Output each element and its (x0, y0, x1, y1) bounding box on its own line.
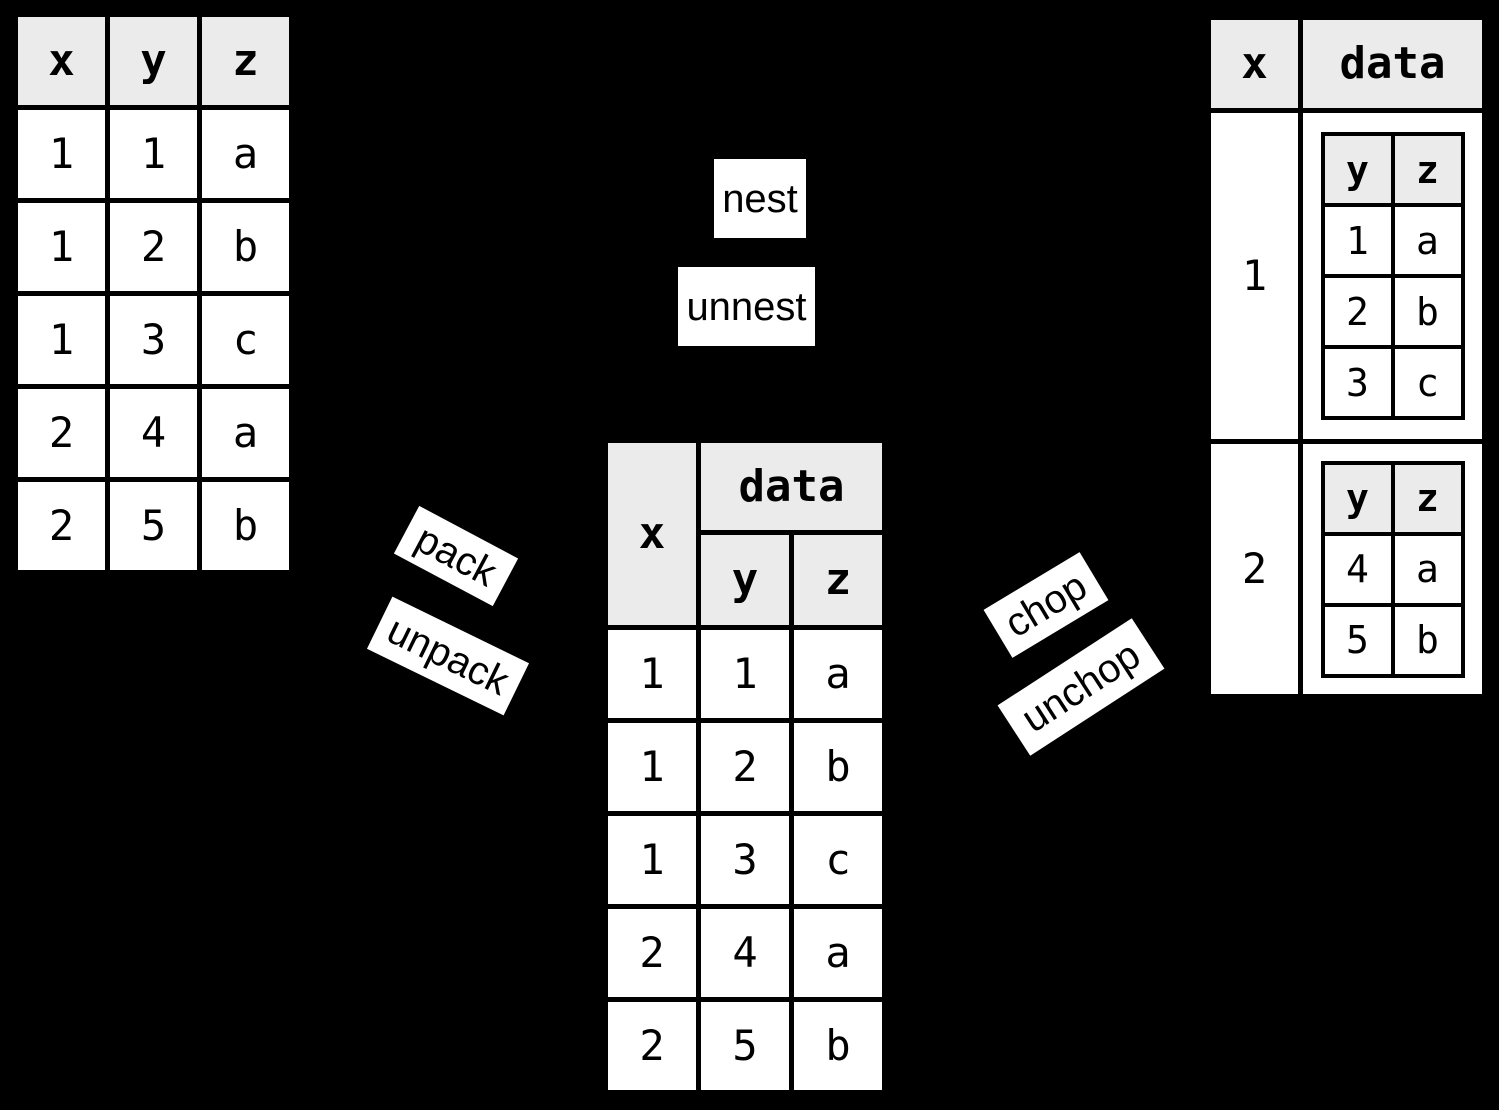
table-cell: 3 (1324, 349, 1391, 416)
table-cell: a (794, 630, 882, 718)
nested-group-key: 1 (1211, 113, 1298, 439)
table-cell: 4 (1324, 535, 1391, 603)
table-cell: 5 (701, 1002, 789, 1090)
flat-col-header-x: x (18, 17, 105, 105)
mini-col-header-z: z (1394, 464, 1461, 532)
flat-col-header-z: z (202, 17, 289, 105)
mini-col-header-z: z (1394, 136, 1461, 203)
table-cell: 1 (1324, 207, 1391, 274)
nest-label: nest (714, 159, 806, 238)
nested-group-key: 2 (1211, 444, 1298, 694)
table-cell: b (1394, 278, 1461, 345)
table-cell: b (202, 482, 289, 570)
table-cell: b (794, 723, 882, 811)
table-cell: b (202, 203, 289, 291)
table-cell: 1 (18, 110, 105, 198)
table-cell: 2 (608, 1002, 696, 1090)
table-cell: 3 (110, 296, 197, 384)
nested-data-cell: y z 4 a 5 b (1303, 444, 1482, 694)
table-cell: 1 (608, 630, 696, 718)
packed-sub-header-y: y (701, 535, 789, 625)
flat-table: x y z 1 1 a 1 2 b 1 3 c 2 4 a 2 5 b (13, 12, 294, 575)
mini-table-group-1: y z 1 a 2 b 3 c (1320, 132, 1465, 420)
table-cell: a (1394, 535, 1461, 603)
packed-col-header-x: x (608, 443, 696, 625)
table-cell: 2 (608, 909, 696, 997)
mini-col-header-y: y (1324, 464, 1391, 532)
packed-sub-header-z: z (794, 535, 882, 625)
nested-col-header-data: data (1303, 20, 1482, 108)
table-cell: 5 (110, 482, 197, 570)
packed-col-header-data: data (701, 443, 882, 530)
table-cell: 2 (110, 203, 197, 291)
table-cell: a (202, 389, 289, 477)
table-cell: 1 (701, 630, 789, 718)
flat-col-header-y: y (110, 17, 197, 105)
table-cell: 2 (18, 482, 105, 570)
table-cell: 2 (701, 723, 789, 811)
mini-table-group-2: y z 4 a 5 b (1320, 460, 1465, 678)
table-cell: 1 (110, 110, 197, 198)
table-cell: a (1394, 207, 1461, 274)
nested-data-cell: y z 1 a 2 b 3 c (1303, 113, 1482, 439)
unpack-label: unpack (366, 596, 530, 716)
table-cell: b (794, 1002, 882, 1090)
nested-table: x data 1 y z 1 a 2 b 3 c 2 y z 4 a 5 b (1206, 15, 1487, 699)
table-cell: 4 (701, 909, 789, 997)
mini-col-header-y: y (1324, 136, 1391, 203)
table-cell: 2 (18, 389, 105, 477)
table-cell: a (202, 110, 289, 198)
table-cell: c (794, 816, 882, 904)
packed-table: x data y z 1 1 a 1 2 b 1 3 c 2 4 a 2 5 b (603, 438, 887, 1095)
table-cell: 1 (18, 296, 105, 384)
table-cell: 1 (608, 816, 696, 904)
table-cell: 1 (18, 203, 105, 291)
table-cell: c (1394, 349, 1461, 416)
table-cell: 4 (110, 389, 197, 477)
nested-col-header-x: x (1211, 20, 1298, 108)
table-cell: 5 (1324, 606, 1391, 674)
table-cell: 3 (701, 816, 789, 904)
table-cell: a (794, 909, 882, 997)
pack-label: pack (393, 505, 519, 607)
table-cell: b (1394, 606, 1461, 674)
chop-label: chop (983, 552, 1109, 658)
table-cell: c (202, 296, 289, 384)
table-cell: 1 (608, 723, 696, 811)
table-cell: 2 (1324, 278, 1391, 345)
unnest-label: unnest (678, 267, 815, 346)
